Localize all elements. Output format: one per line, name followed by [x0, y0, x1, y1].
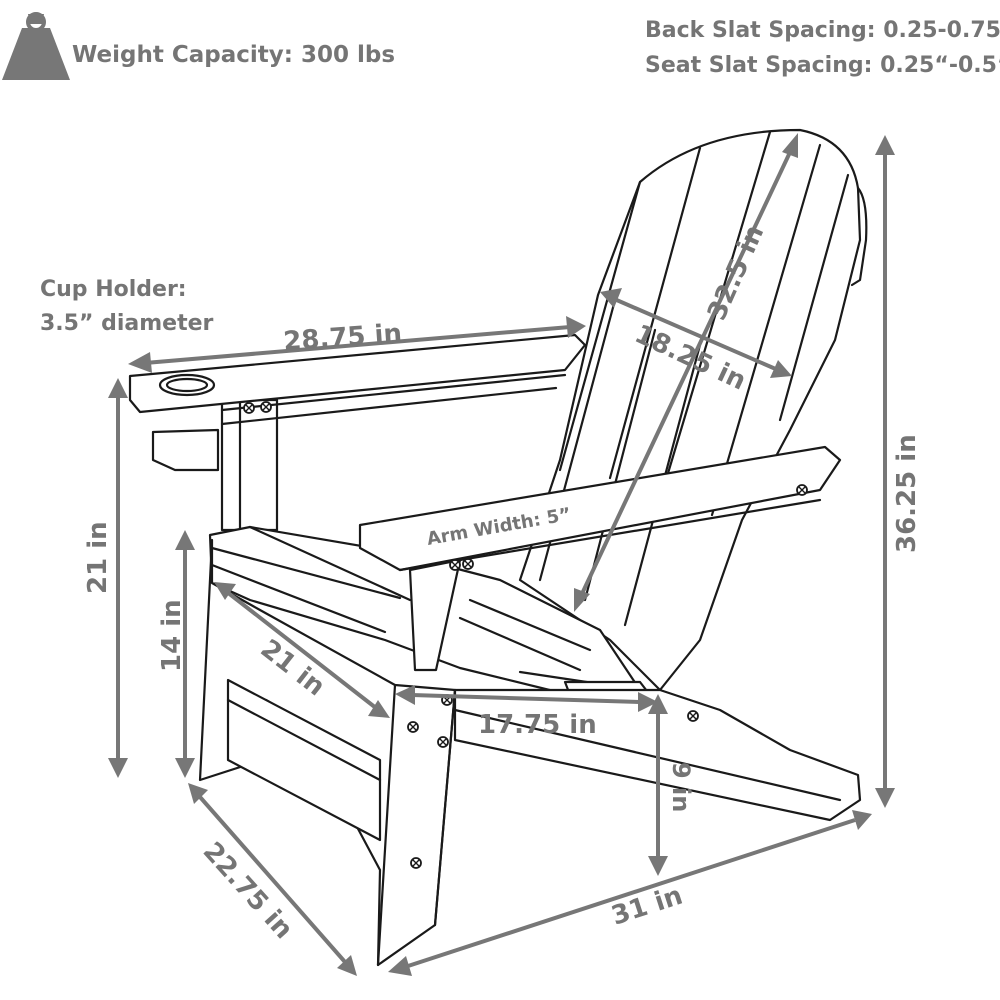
overall-width-arrow	[188, 783, 357, 976]
arm-height-label: 21 in	[83, 521, 113, 594]
dimension-arrows	[108, 133, 895, 976]
screw	[462, 558, 474, 570]
arm-height-arrow	[108, 378, 128, 778]
screw	[687, 710, 699, 722]
arm-length-arrow	[128, 316, 586, 373]
total-height-arrow	[875, 135, 895, 808]
screw	[407, 721, 419, 733]
back-width-arrow	[600, 288, 792, 378]
right-arm	[358, 445, 842, 672]
cup-holder-diameter: 3.5” diameter	[40, 311, 214, 336]
screw	[796, 484, 808, 496]
seat-width-arrow	[395, 685, 658, 712]
backrest	[518, 128, 868, 692]
arm-length-label: 28.75 in	[282, 319, 403, 357]
screw	[437, 736, 449, 748]
seat-height-arrow	[175, 530, 195, 778]
weight-icon	[2, 12, 70, 80]
left-side-panel	[198, 538, 457, 967]
seat-depth-arrow	[214, 582, 390, 718]
weight-capacity-label: Weight Capacity: 300 lbs	[72, 42, 395, 68]
cup-holder-title: Cup Holder:	[40, 277, 187, 302]
back-height-arrow	[574, 133, 798, 612]
screw	[260, 401, 272, 413]
screws	[243, 401, 808, 869]
chair-drawing	[128, 128, 868, 967]
front-to-back-height-label: 9 in	[667, 762, 695, 812]
screw	[449, 559, 461, 571]
screw	[410, 857, 422, 869]
seat-width-label: 17.75 in	[478, 710, 597, 740]
front-to-back-height-arrow	[648, 694, 668, 876]
back-slat-spacing-label: Back Slat Spacing: 0.25-0.75”	[645, 18, 1000, 43]
overall-depth-arrow	[388, 810, 872, 976]
seat-height-label: 14 in	[157, 599, 187, 672]
left-arm	[128, 333, 587, 426]
screw	[243, 402, 255, 414]
rear-legs	[151, 398, 279, 532]
total-height-label: 36.25 in	[892, 434, 922, 553]
seat-slat-spacing-label: Seat Slat Spacing: 0.25“-0.5”	[645, 53, 1000, 78]
